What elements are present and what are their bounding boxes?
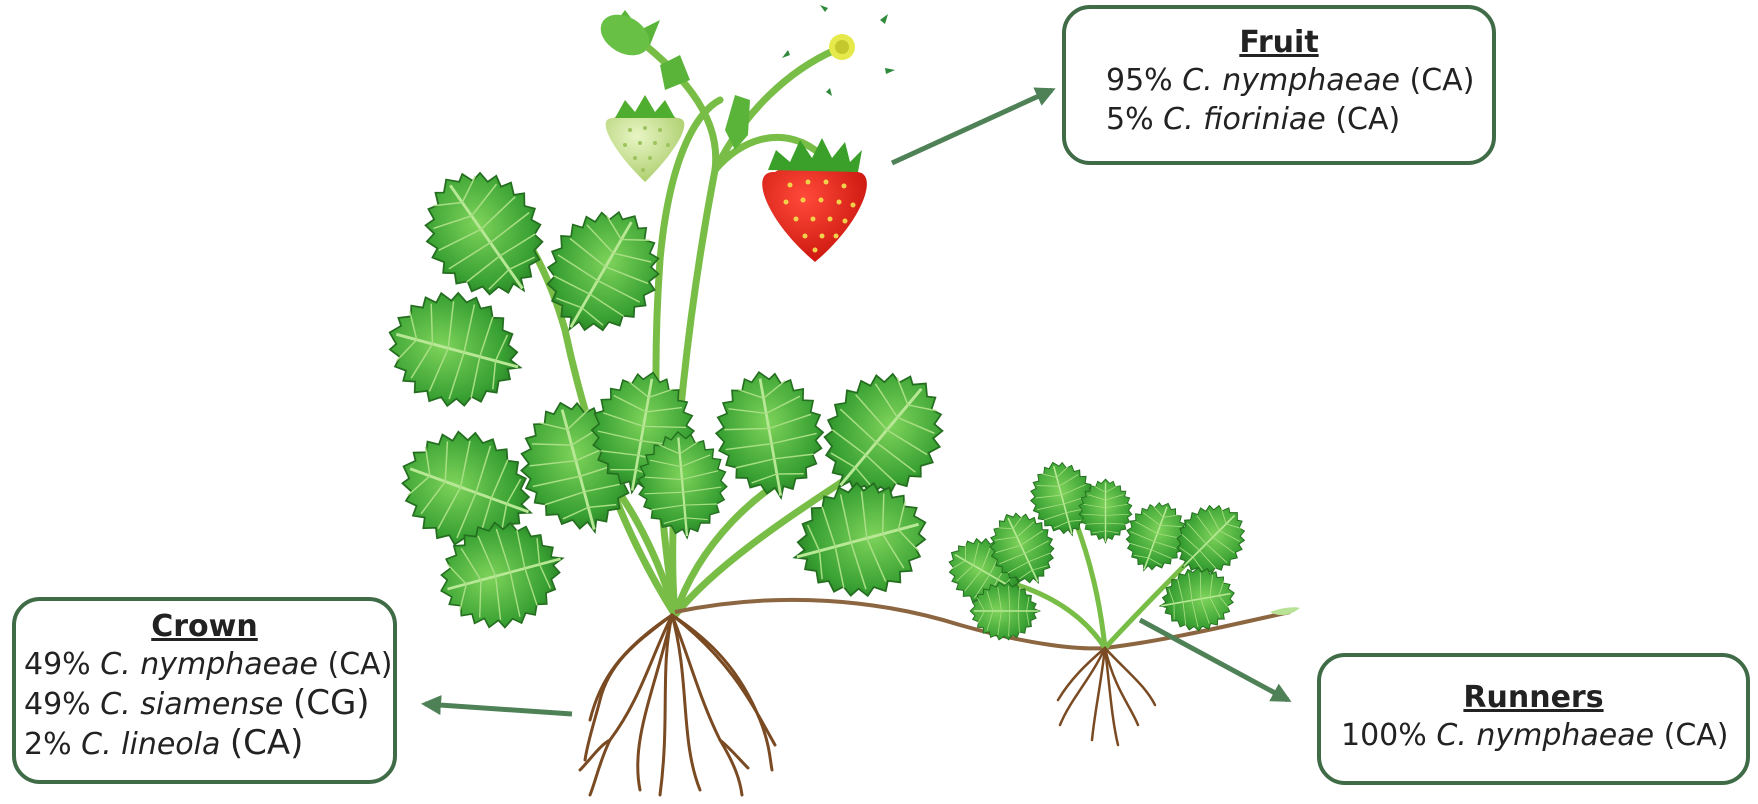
fruit-row-group: (CA) bbox=[1335, 102, 1400, 137]
crown-row-group: (CA) bbox=[328, 647, 393, 682]
crown-row-group: (CG) bbox=[293, 683, 370, 723]
roots bbox=[580, 615, 775, 795]
crown-row-group: (CA) bbox=[230, 723, 304, 763]
crown-row-species: C. lineola bbox=[81, 727, 220, 762]
runners-arrow bbox=[1140, 620, 1288, 700]
crown-row: 49% C. siamense (CG) bbox=[24, 684, 393, 724]
fruit-row: 95% C. nymphaeae (CA) bbox=[1106, 61, 1492, 100]
crown-row: 2% C. lineola (CA) bbox=[24, 724, 393, 764]
fruit-row-species: C. fioriniae bbox=[1163, 102, 1326, 137]
fruit-title: Fruit bbox=[1066, 25, 1492, 61]
unripe-strawberry bbox=[606, 95, 685, 182]
fruit-row-pct: 5% bbox=[1106, 102, 1154, 137]
runner-plantlet bbox=[936, 454, 1300, 648]
crown-row-species: C. siamense bbox=[100, 687, 283, 722]
crown-arrow bbox=[425, 704, 572, 714]
fruit-callout: Fruit 95% C. nymphaeae (CA) 5% C. fiorin… bbox=[1062, 5, 1496, 165]
runners-row-pct: 100% bbox=[1341, 718, 1427, 753]
runners-row-species: C. nymphaeae bbox=[1436, 718, 1654, 753]
fruit-row-group: (CA) bbox=[1410, 63, 1475, 98]
fruit-arrow bbox=[892, 90, 1052, 163]
runners-callout: Runners 100% C. nymphaeae (CA) bbox=[1317, 653, 1750, 785]
fruit-row-species: C. nymphaeae bbox=[1182, 63, 1400, 98]
runner-roots bbox=[1058, 648, 1155, 745]
crown-row-species: C. nymphaeae bbox=[100, 647, 318, 682]
runners-title: Runners bbox=[1321, 680, 1746, 716]
ripe-strawberry bbox=[762, 138, 867, 262]
runners-row-group: (CA) bbox=[1664, 718, 1729, 753]
crown-row-pct: 49% bbox=[24, 687, 91, 722]
crown-title: Crown bbox=[16, 609, 393, 645]
crown-callout: Crown 49% C. nymphaeae (CA) 49% C. siame… bbox=[12, 597, 397, 784]
runners-row: 100% C. nymphaeae (CA) bbox=[1341, 716, 1746, 755]
crown-row: 49% C. nymphaeae (CA) bbox=[24, 645, 393, 684]
crown-row-pct: 49% bbox=[24, 647, 91, 682]
fruit-row: 5% C. fioriniae (CA) bbox=[1106, 100, 1492, 139]
crown-row-pct: 2% bbox=[24, 727, 72, 762]
fruit-row-pct: 95% bbox=[1106, 63, 1173, 98]
flower bbox=[782, 5, 895, 96]
